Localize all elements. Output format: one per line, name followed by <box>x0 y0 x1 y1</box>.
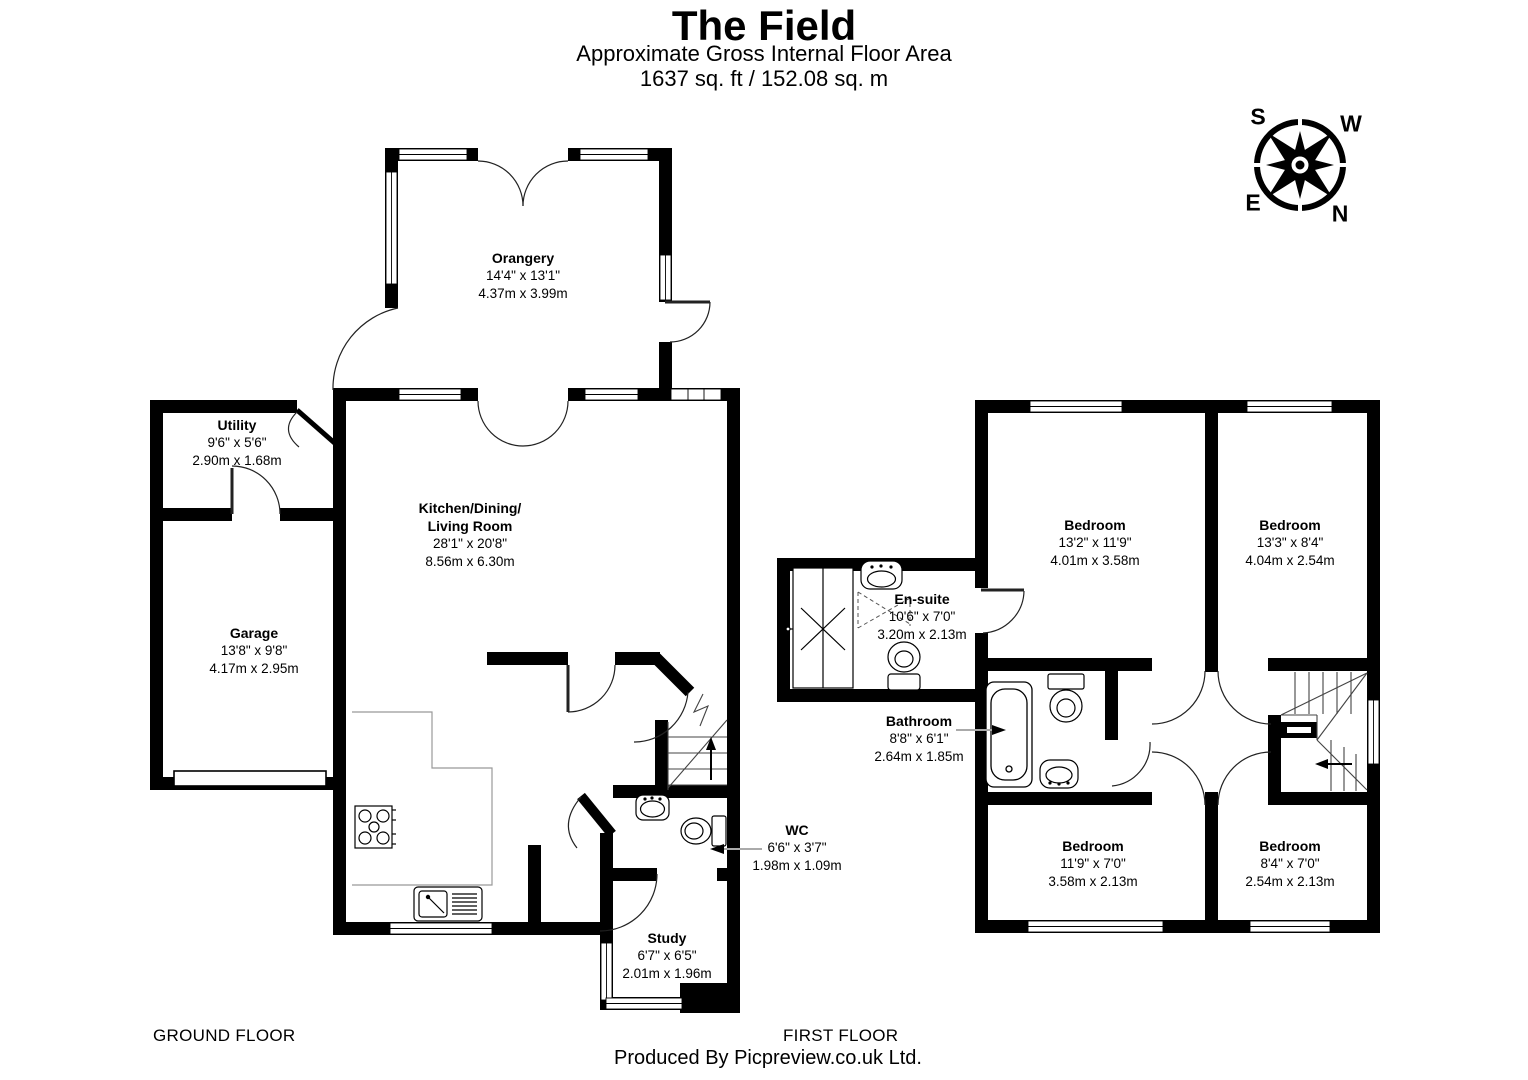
bathroom-toilet-icon <box>1047 673 1085 723</box>
kitchen-sink-icon <box>413 886 483 922</box>
bath-icon <box>985 681 1033 788</box>
ensuite-sink-icon <box>860 560 903 590</box>
wc-toilet-icon <box>680 815 727 847</box>
ground-floor-walls <box>150 148 740 1013</box>
kitchen-label: Kitchen/Dining/ Living Room 28'1" x 20'8… <box>418 500 522 569</box>
compass-letter-n: N <box>1331 200 1349 227</box>
compass-letter-s: S <box>1250 103 1266 130</box>
stove-icon <box>354 805 396 849</box>
stair-wall-channel <box>1287 727 1311 733</box>
study-label: Study 6'7" x 6'5" 2.01m x 1.96m <box>622 930 712 981</box>
bedroom-top-right-label: Bedroom 13'3" x 8'4" 4.04m x 2.54m <box>1245 517 1335 568</box>
compass-letter-e: E <box>1245 189 1261 216</box>
shower-icon <box>785 567 854 689</box>
ground-floor-title: GROUND FLOOR <box>153 1026 296 1045</box>
ground-floor-doors <box>230 160 711 932</box>
ground-floor-diagonal-walls <box>295 408 695 838</box>
first-floor-doors <box>981 588 1272 806</box>
bedroom-top-left-label: Bedroom 13'2" x 11'9" 4.01m x 3.58m <box>1050 517 1140 568</box>
ensuite-toilet-icon <box>887 641 921 691</box>
utility-label: Utility 9'6" x 5'6" 2.90m x 1.68m <box>192 417 282 468</box>
bedroom-bottom-right-label: Bedroom 8'4" x 7'0" 2.54m x 2.13m <box>1245 838 1335 889</box>
bedroom-bottom-left-label: Bedroom 11'9" x 7'0" 3.58m x 2.13m <box>1048 838 1138 889</box>
floor-area-total: 1637 sq. ft / 152.08 sq. m <box>639 66 889 91</box>
bathroom-sink-icon <box>1039 759 1079 789</box>
kitchen-counter <box>352 711 493 886</box>
garage-label: Garage 13'8" x 9'8" 4.17m x 2.95m <box>209 625 299 676</box>
ground-floor-stairs <box>667 693 728 790</box>
page-subtitle: Approximate Gross Internal Floor Area <box>576 41 952 66</box>
ensuite-ceiling-dashes <box>857 591 911 629</box>
ground-floor-windows <box>167 148 722 1010</box>
compass-letter-w: W <box>1340 110 1362 137</box>
ensuite-label: En-suite 10'6" x 7'0" 3.20m x 2.13m <box>877 591 967 642</box>
first-floor-title: FIRST FLOOR <box>783 1026 899 1045</box>
bathroom-leader-arrow <box>956 725 1006 735</box>
wc-label: WC 6'6" x 3'7" 1.98m x 1.09m <box>752 822 842 873</box>
wc-sink-icon <box>635 794 670 821</box>
page-title: The Field <box>671 2 857 49</box>
wc-leader-arrow <box>710 844 762 854</box>
producer-credit: Produced By Picpreview.co.uk Ltd. <box>614 1047 922 1069</box>
orangery-label: Orangery 14'4" x 13'1" 4.37m x 3.99m <box>478 250 568 301</box>
compass-icon <box>1253 118 1347 212</box>
first-floor-stairs <box>1280 672 1368 791</box>
first-floor-windows <box>1027 400 1380 933</box>
bathroom-label: Bathroom 8'8" x 6'1" 2.64m x 1.85m <box>874 713 964 764</box>
